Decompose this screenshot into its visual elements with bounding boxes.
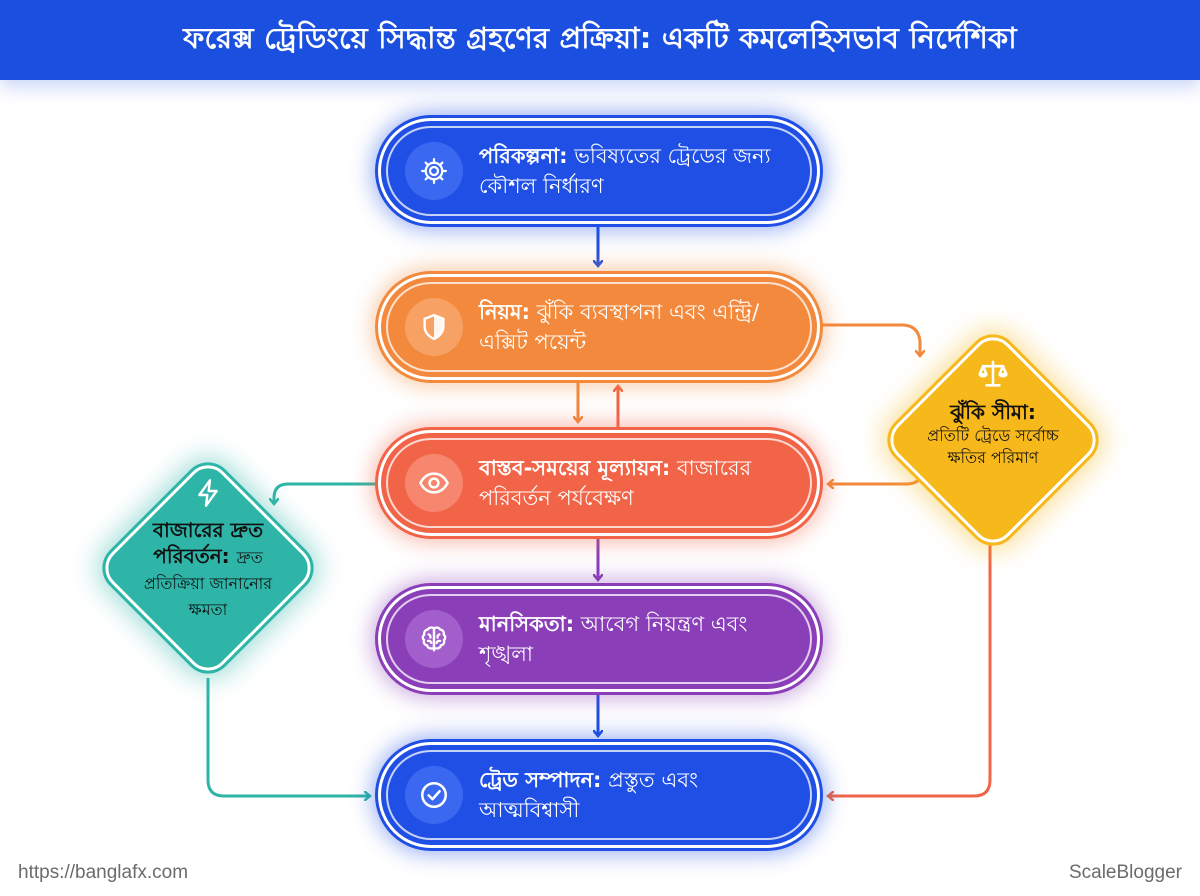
step-rules-title: নিয়ম: (479, 300, 530, 324)
step-planning-title: পরিকল্পনা: (479, 144, 568, 168)
risk-limit-node: ঝুঁকি সীমা: প্রতিটি ট্রেডে সর্বোচ্চ ক্ষত… (880, 327, 1106, 553)
arrow-risk-limit-to-execute (828, 534, 992, 796)
scale-icon (976, 357, 1010, 395)
page-title: ফরেক্স ট্রেডিংয়ে সিদ্ধান্ত গ্রহণের প্রক… (183, 20, 1017, 55)
footer-brand: ScaleBlogger (1068, 862, 1182, 883)
step-trade-execution: ট্রেড সম্পাদন: প্রস্তুত এবং আত্মবিশ্বাসী (378, 742, 820, 848)
risk-limit-title: ঝুঁকি সীমা: (950, 400, 1036, 424)
risk-limit-desc: প্রতিটি ট্রেডে সর্বোচ্চ ক্ষতির পরিমাণ (927, 426, 1059, 467)
step-realtime-assessment: বাস্তব-সময়ের মূল্যায়ন: বাজারের পরিবর্ত… (378, 430, 820, 536)
check-circle-icon (405, 766, 463, 824)
arrow-market-change-to-execute (206, 678, 370, 796)
step-realtime-title: বাস্তব-সময়ের মূল্যায়ন: (479, 456, 671, 480)
arrow-rules-to-risk-limit (822, 323, 920, 356)
header-bar: ফরেক্স ট্রেডিংয়ে সিদ্ধান্ত গ্রহণের প্রক… (0, 0, 1200, 80)
step-mindset-title: মানসিকতা: (479, 612, 575, 636)
step-mindset-desc: আবেগ নিয়ন্ত্রণ এবং শৃঙ্খলা (479, 612, 748, 666)
market-change-desc: দ্রুত প্রতিক্রিয়া জানানোর ক্ষমতা (143, 548, 273, 619)
arrow-realtime-to-market-change (274, 482, 376, 504)
footer-url: https://banglafx.com (18, 862, 189, 883)
market-change-title: বাজারের দ্রুত পরিবর্তন: (152, 518, 264, 568)
step-planning: পরিকল্পনা: ভবিষ্যতের ট্রেডের জন্য কৌশল ন… (378, 118, 820, 224)
step-execution-title: ট্রেড সম্পাদন: (479, 768, 602, 792)
market-change-node: বাজারের দ্রুত পরিবর্তন: দ্রুত প্রতিক্রিয… (95, 455, 321, 681)
shield-icon (405, 298, 463, 356)
step-execution-desc: প্রস্তুত এবং আত্মবিশ্বাসী (479, 768, 699, 822)
step-rules-desc: ঝুঁকি ব্যবস্থাপনা এবং এন্ট্রি/এক্সিট পয়… (479, 300, 760, 354)
step-rules: নিয়ম: ঝুঁকি ব্যবস্থাপনা এবং এন্ট্রি/এক্… (378, 274, 820, 380)
brain-icon (405, 610, 463, 668)
step-mindset: মানসিকতা: আবেগ নিয়ন্ত্রণ এবং শৃঙ্খলা (378, 586, 820, 692)
gear-icon (405, 142, 463, 200)
step-realtime-desc: বাজারের পরিবর্তন পর্যবেক্ষণ (479, 456, 752, 510)
eye-icon (405, 454, 463, 512)
lightning-icon (192, 477, 224, 513)
step-planning-desc: ভবিষ্যতের ট্রেডের জন্য কৌশল নির্ধারণ (479, 144, 771, 198)
